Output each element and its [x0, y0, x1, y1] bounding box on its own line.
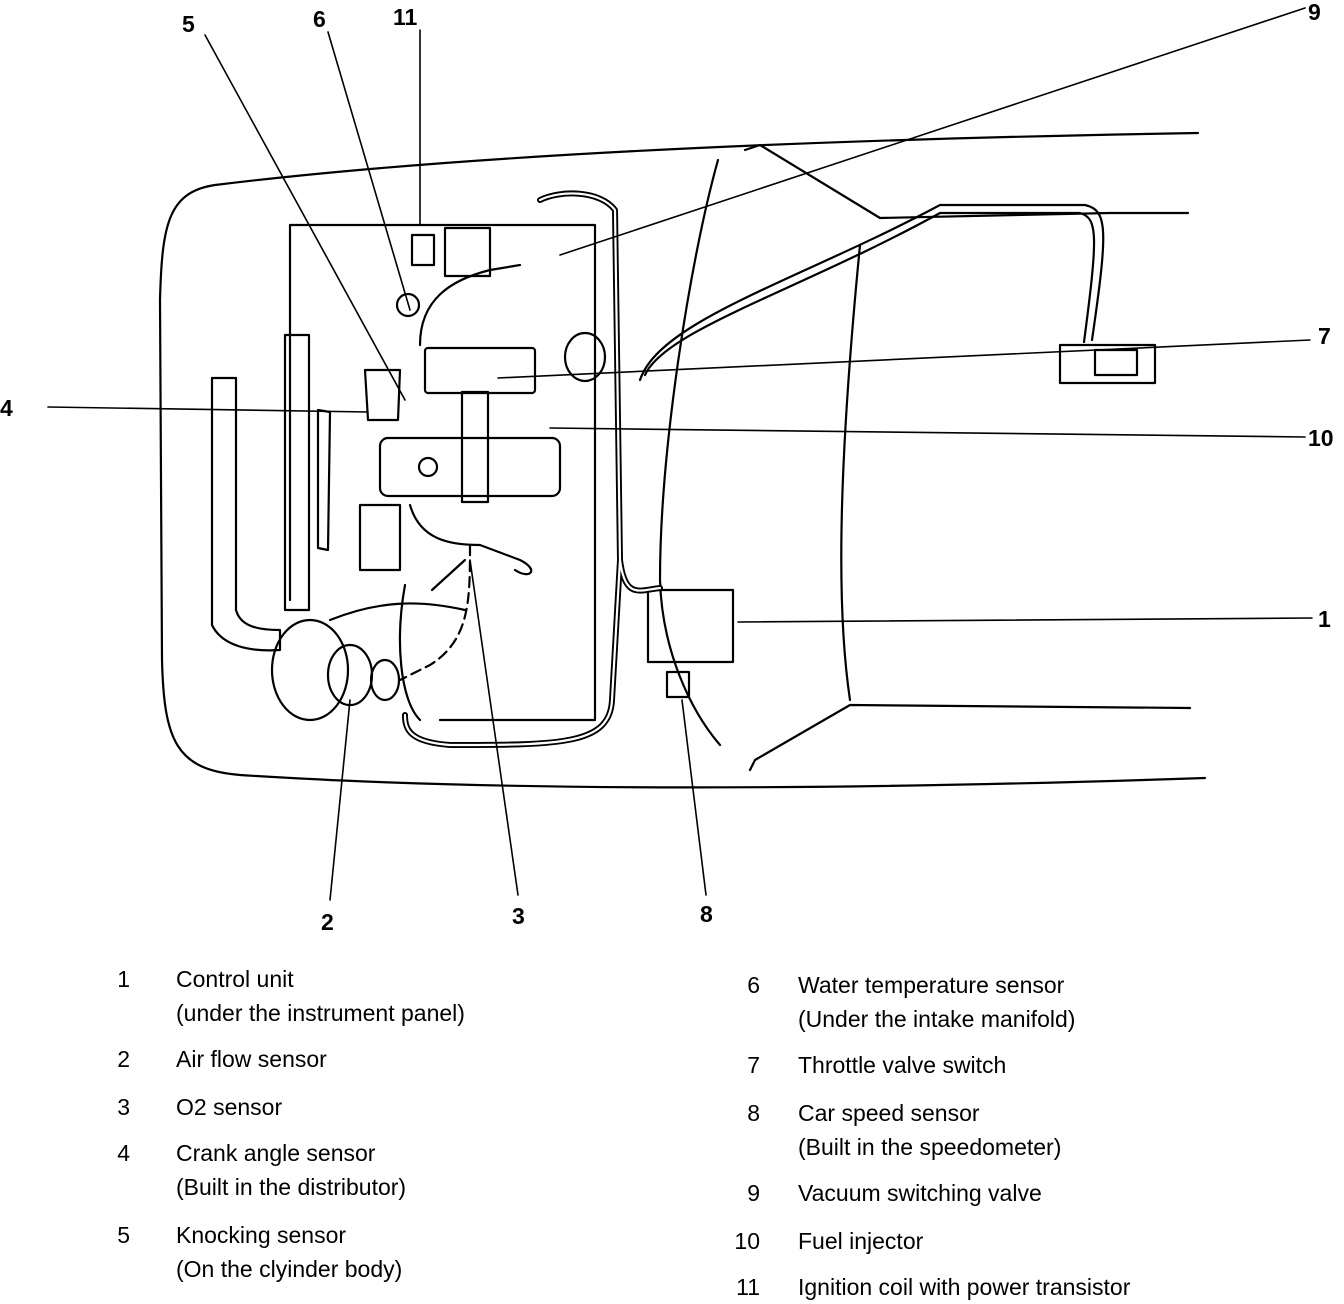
radiator — [283, 333, 311, 612]
distributor — [363, 368, 402, 422]
legend-num: 1 — [117, 966, 130, 992]
fender-left-outline — [743, 143, 1190, 220]
instrument-cluster — [1058, 343, 1157, 385]
legend-note: (Built in the distributor) — [176, 1174, 407, 1200]
legend-note: (Under the intake manifold) — [798, 1006, 1076, 1032]
legend-num: 11 — [736, 1274, 760, 1300]
callout-11: 11 — [393, 4, 418, 30]
callout-3: 3 — [512, 903, 525, 929]
legend-name: Air flow sensor — [176, 1046, 327, 1072]
legend-name: Vacuum switching valve — [798, 1180, 1042, 1206]
legend-name: Fuel injector — [798, 1228, 924, 1254]
legend-name: Ignition coil with power transistor — [798, 1274, 1131, 1300]
engine-sensor-diagram: 1 2 3 4 5 6 7 8 9 10 11 — [0, 0, 1334, 935]
air-flow-sensor-body — [270, 618, 350, 722]
air-intake-duct — [369, 658, 401, 702]
legend-name: Water temperature sensor — [798, 972, 1065, 998]
callout-5: 5 — [182, 11, 195, 37]
legend-name: Knocking sensor — [176, 1222, 347, 1248]
hose-to-throttle — [418, 263, 522, 347]
legend-num: 2 — [117, 1046, 130, 1072]
throttle-valve-switch-body — [563, 331, 607, 383]
legend-note: (under the instrument panel) — [176, 1000, 465, 1026]
legend-num: 5 — [117, 1222, 130, 1248]
exhaust-manifold — [408, 503, 533, 576]
callout-2: 2 — [321, 909, 334, 935]
legend-num: 6 — [747, 972, 760, 998]
wire-harness-inner — [403, 192, 662, 747]
car-speed-sensor — [665, 670, 691, 699]
car-body-outline — [158, 131, 1207, 789]
o2-sensor-lead — [430, 558, 467, 592]
control-unit — [646, 588, 735, 664]
wire-harness — [402, 190, 663, 748]
speedometer-cable — [638, 203, 1105, 382]
radiator-hose — [210, 376, 282, 652]
legend-num: 3 — [117, 1094, 130, 1120]
legend-name: O2 sensor — [176, 1094, 283, 1120]
engine-compartment — [288, 223, 597, 722]
air-flow-sensor-inlet — [326, 643, 374, 707]
callout-6: 6 — [313, 6, 326, 32]
water-temp-body — [410, 233, 436, 267]
callout-7: 7 — [1318, 323, 1331, 349]
air-cleaner — [328, 583, 467, 722]
callout-9: 9 — [1308, 0, 1321, 25]
legend-num: 7 — [747, 1052, 760, 1078]
ignition-coil — [443, 226, 492, 278]
manifold-port — [417, 456, 439, 478]
instrument-cluster-gauge — [1093, 348, 1139, 377]
legend-name: Car speed sensor — [798, 1100, 980, 1126]
cowl-line — [840, 243, 862, 702]
injector-housing — [460, 390, 490, 504]
callout-8: 8 — [700, 901, 713, 927]
legend-num: 8 — [747, 1100, 760, 1126]
legend-note: (On the clyinder body) — [176, 1256, 403, 1282]
legend-num: 4 — [117, 1140, 130, 1166]
legend-name: Throttle valve switch — [798, 1052, 1007, 1078]
legend-name: Crank angle sensor — [176, 1140, 376, 1166]
callout-10: 10 — [1308, 425, 1334, 451]
battery — [358, 503, 402, 572]
legend-num: 9 — [747, 1180, 760, 1206]
throttle-body — [423, 346, 537, 395]
callout-4: 4 — [0, 395, 13, 421]
legend-note: (Built in the speedometer) — [798, 1134, 1062, 1160]
cooling-fan — [316, 408, 332, 552]
legend-name: Control unit — [176, 966, 294, 992]
callout-1: 1 — [1318, 606, 1331, 632]
leader-lines — [47, 7, 1313, 901]
water-temp-sensor — [395, 292, 421, 318]
legend-num: 10 — [734, 1228, 760, 1254]
windshield-outline — [658, 158, 722, 747]
fender-right-outline — [748, 703, 1192, 772]
intake-manifold — [378, 436, 562, 498]
